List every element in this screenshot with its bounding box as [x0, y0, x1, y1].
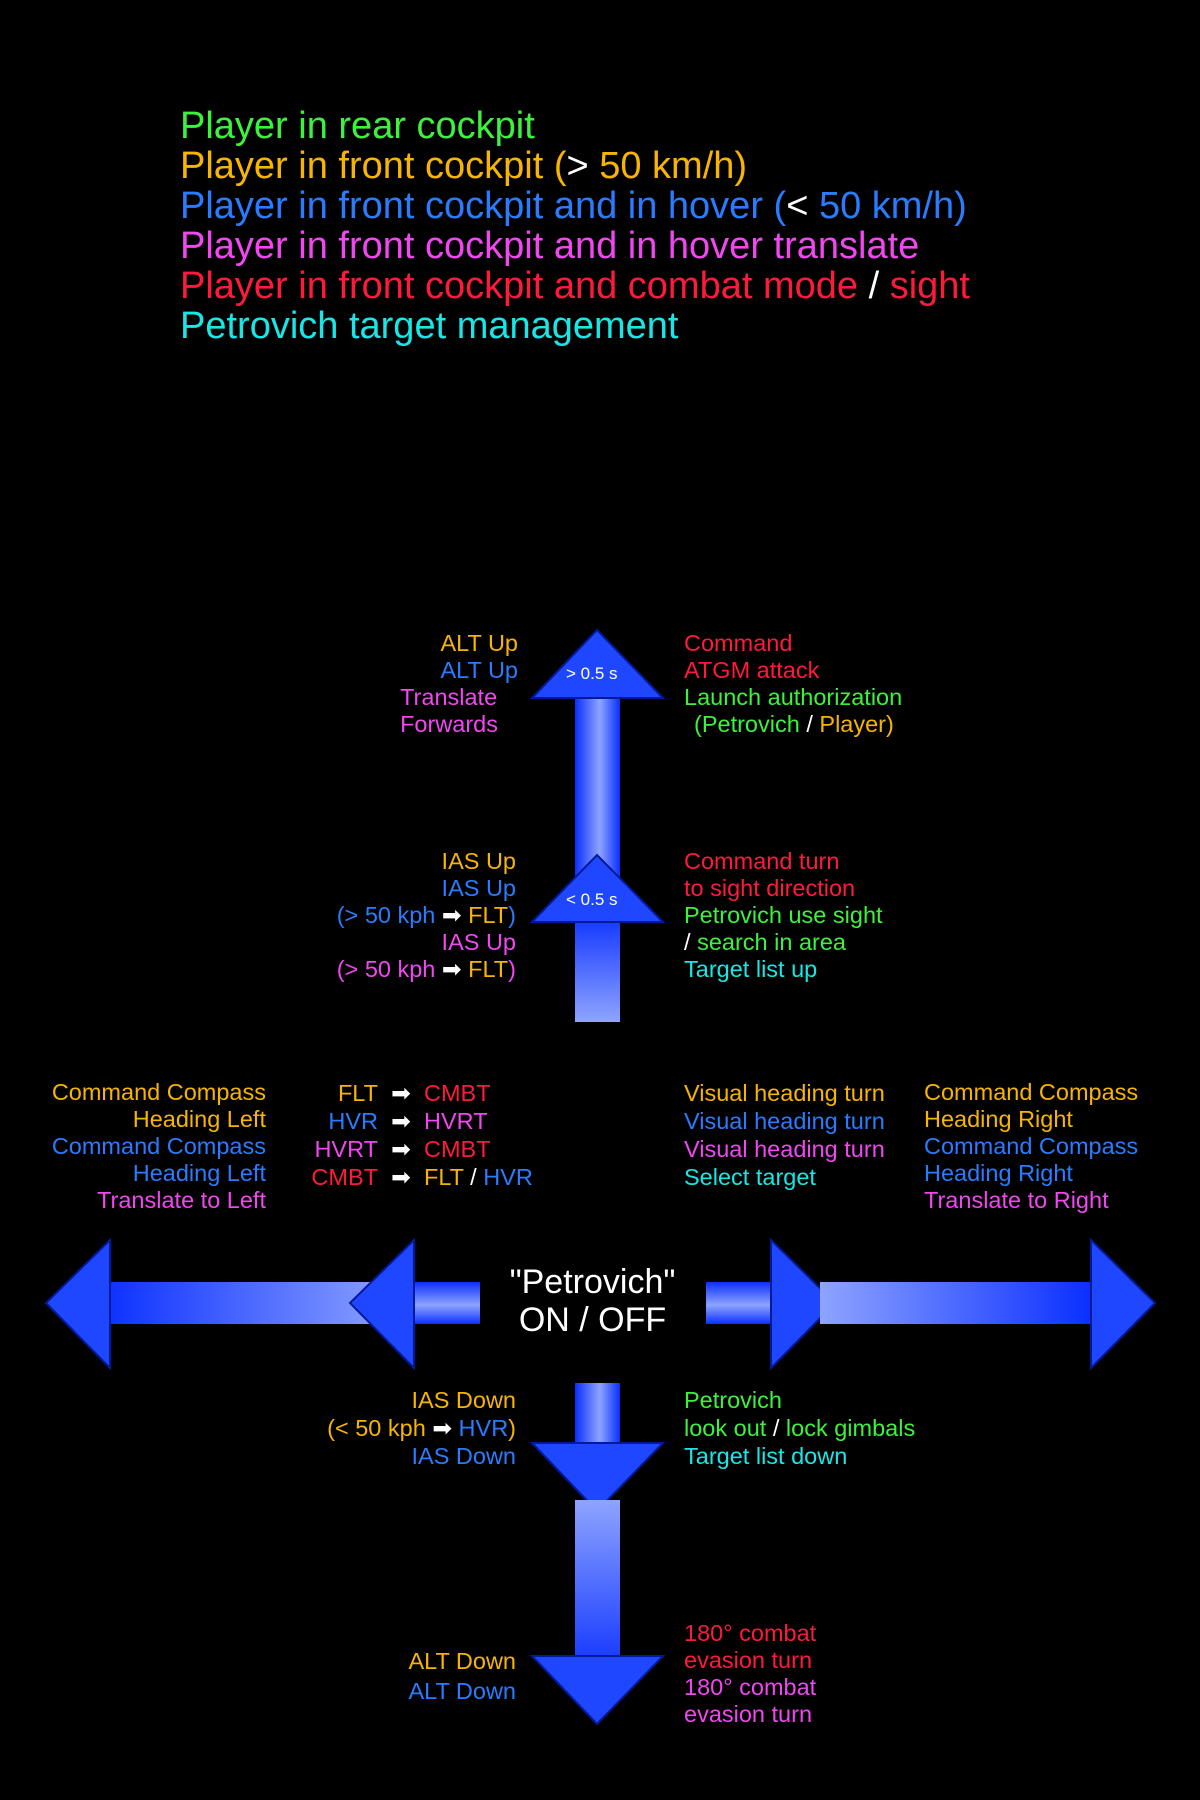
legend-rear: Player in rear cockpit	[180, 105, 535, 147]
right-short-labels: Visual heading turn Visual heading turn …	[684, 1080, 885, 1190]
right-long-labels: Command Compass Heading Right Command Co…	[924, 1079, 1139, 1213]
legend-hover: Player in front cockpit and in hover (< …	[180, 185, 967, 227]
center-line-2: ON / OFF	[518, 1301, 667, 1339]
arrow-up-short	[529, 853, 666, 1022]
legend-combat: Player in front cockpit and combat mode …	[180, 265, 970, 307]
arrow-right-short	[706, 1237, 837, 1371]
arrow-left-long	[44, 1237, 400, 1371]
legend: Player in rear cockpit Player in front c…	[180, 106, 970, 346]
arrow-down-short	[529, 1383, 666, 1513]
left-long-labels: Command Compass Heading Left Command Com…	[51, 1079, 266, 1213]
up-short-left-labels: IAS Up IAS Up (> 50 kph ➡ FLT) IAS Up (>…	[336, 848, 516, 982]
up-long-left-labels: ALT Up ALT Up Translate Forwards	[400, 630, 518, 737]
down-short-left-labels: IAS Down (< 50 kph ➡ HVR) IAS Down	[327, 1387, 516, 1469]
arrow-left-short	[348, 1237, 480, 1371]
arrow-right-long	[820, 1237, 1157, 1371]
legend-translate: Player in front cockpit and in hover tra…	[180, 225, 920, 267]
legend-target: Petrovich target management	[180, 305, 679, 347]
down-long-left-labels: ALT Down ALT Down	[408, 1648, 516, 1704]
long-press-tag: > 0.5 s	[566, 664, 618, 683]
down-long-right-labels: 180° combat evasion turn 180° combat eva…	[684, 1620, 817, 1727]
left-short-labels: FLT➡CMBT HVR➡HVRT HVRT➡CMBT CMBT➡FLT / H…	[311, 1080, 533, 1190]
up-long-right-labels: Command ATGM attack Launch authorization…	[684, 630, 903, 737]
down-short-right-labels: Petrovich look out / lock gimbals Target…	[684, 1387, 916, 1469]
arrow-down-long	[529, 1500, 666, 1726]
short-press-tag: < 0.5 s	[566, 890, 618, 909]
up-short-right-labels: Command turn to sight direction Petrovic…	[684, 848, 883, 982]
center-label: "Petrovich" ON / OFF	[500, 1263, 685, 1339]
center-line-1: "Petrovich"	[509, 1263, 676, 1301]
legend-front: Player in front cockpit (> 50 km/h)	[180, 145, 748, 187]
